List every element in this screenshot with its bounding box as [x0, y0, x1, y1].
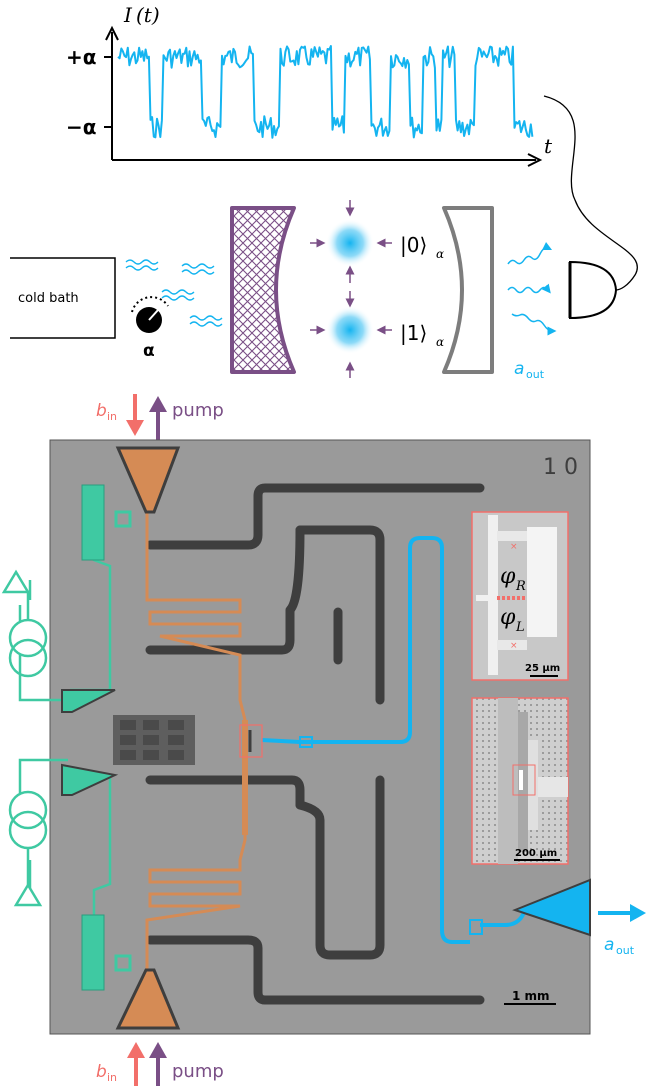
chip-section: b in pump 1 0: [1, 394, 646, 1086]
bin-label-bottom-sub: in: [107, 1071, 117, 1084]
inset-phi-L-sub: L: [515, 620, 525, 635]
state1-subscript: α: [436, 335, 444, 349]
confinement-arrows: [310, 200, 392, 378]
chip-id: 1 0: [543, 455, 578, 480]
aout-label-chip-main: a: [604, 935, 614, 955]
tick-label-plus-alpha: +α: [66, 45, 97, 69]
pump-arrowhead-top: [149, 396, 167, 412]
thermal-photons: [125, 259, 223, 327]
blue-coupler-square: [299, 736, 313, 748]
blue-squid-square: [469, 919, 483, 935]
bin-label-bottom-main: b: [96, 1062, 107, 1082]
inset-zoom-25um: × ×: [471, 511, 569, 681]
aout-label-main: a: [514, 359, 524, 379]
plot-x-axis-arrow: [527, 153, 543, 167]
plot-y-axis-arrow: [105, 25, 119, 41]
pump-label-bottom: pump: [172, 1061, 224, 1082]
svg-text:×: ×: [510, 542, 518, 552]
cold-bath-label: cold bath: [18, 291, 79, 306]
test-pad-grid: [113, 715, 195, 765]
junction-highlight-box: [239, 724, 263, 758]
detector-icon: [569, 260, 618, 320]
pump-arrowhead-bottom: [149, 1042, 167, 1058]
state1-ket: |1⟩: [400, 321, 427, 345]
chip-border: [49, 439, 591, 1035]
inset-phi-R: φ: [500, 564, 516, 589]
inset1-scale-label: 25 μm: [525, 663, 560, 674]
aout-label-chip-sub: out: [616, 944, 635, 957]
teal-pad-lower: [61, 763, 119, 796]
current-source-lower-icon: [8, 790, 48, 907]
teal-pad-upper: [61, 689, 116, 713]
y-label-I: I: [123, 3, 133, 27]
dark-waveguides: [145, 483, 485, 1005]
teal-squid-top: [114, 510, 132, 528]
aout-arrowhead-right: [630, 904, 646, 922]
detector-cable: [543, 95, 638, 291]
state0-subscript: α: [436, 247, 444, 261]
right-mirror: [442, 206, 494, 374]
bin-arrowhead-top: [126, 420, 144, 436]
aout-label-sub: out: [526, 368, 545, 381]
state0-ket: |0⟩: [400, 233, 427, 257]
inset-zoom-200um: [471, 697, 569, 865]
orange-taper-bottom: [115, 968, 181, 1030]
pump-label-top: pump: [172, 400, 224, 421]
state0-blob: [326, 219, 374, 267]
alpha-knob-label: α: [143, 341, 155, 361]
tick-label-minus-alpha: −α: [66, 115, 97, 139]
y-label-t: (t): [136, 3, 160, 27]
bin-label-top-main: b: [96, 401, 107, 421]
left-mirror: [230, 206, 296, 374]
inset2-scale-label: 200 μm: [515, 848, 557, 859]
teal-comb-bottom: [81, 914, 105, 991]
state1-blob: [326, 306, 374, 354]
current-source-upper-icon: [1, 569, 48, 678]
bin-label-top-sub: in: [107, 410, 117, 423]
bin-arrowhead-bottom: [127, 1042, 145, 1058]
teal-squid-bottom: [114, 954, 132, 972]
x-label-t: t: [544, 134, 553, 158]
svg-text:×: ×: [510, 641, 518, 651]
cavity-schematic: cold bath α: [10, 200, 618, 381]
blue-output-taper: [512, 878, 591, 937]
telegraph-plot: I (t) +α −α t: [66, 3, 553, 167]
telegraph-trace: [117, 45, 534, 139]
teal-comb-top: [81, 484, 105, 561]
output-photons: [507, 241, 557, 336]
inset-phi-L: φ: [500, 605, 516, 630]
orange-taper-top: [115, 446, 181, 514]
chip-scale-label: 1 mm: [512, 989, 550, 1003]
inset-phi-R-sub: R: [515, 579, 526, 594]
alpha-knob-icon: [131, 296, 169, 333]
